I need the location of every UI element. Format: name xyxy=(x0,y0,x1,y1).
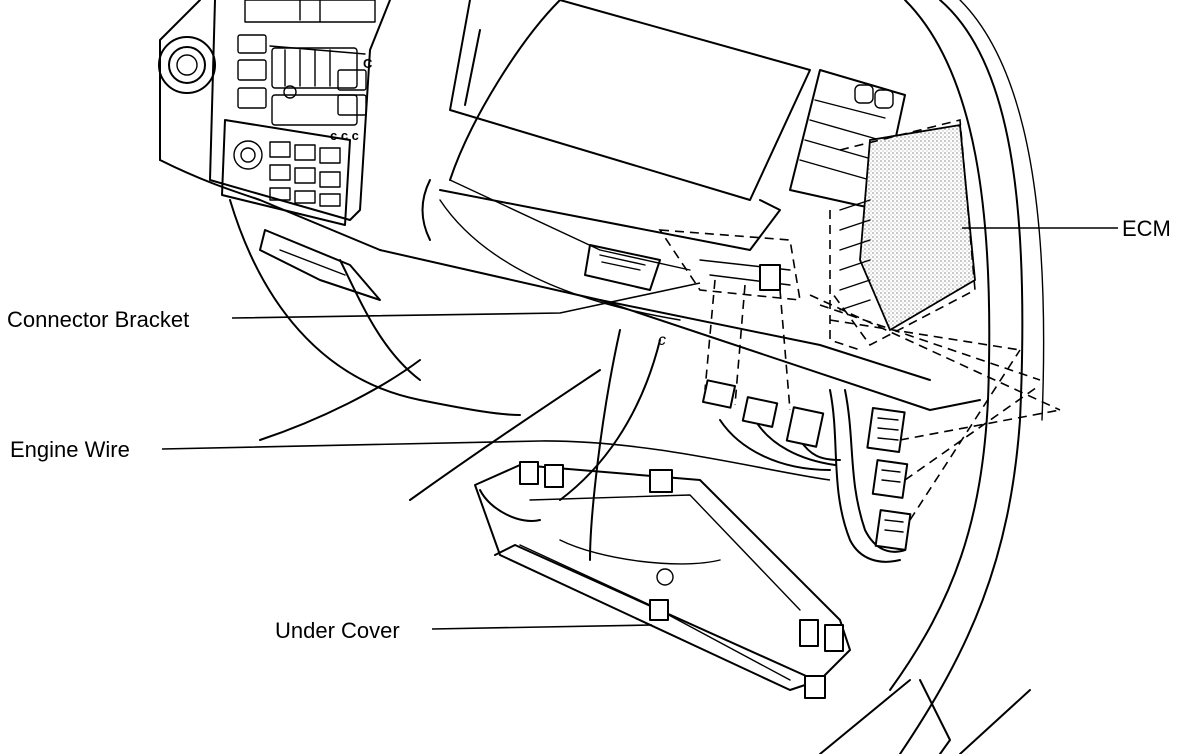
dashboard-outline xyxy=(159,0,981,561)
under-cover-leader-line xyxy=(431,624,653,630)
ecm-label: ECM xyxy=(1122,216,1171,241)
panel-mark-top-c: C xyxy=(363,56,373,71)
under-cover-panel xyxy=(474,461,851,699)
engine-wire-harness xyxy=(702,379,912,563)
center-control-stack xyxy=(209,0,391,301)
ecm-unit xyxy=(829,118,976,351)
center-display-recess xyxy=(439,0,811,251)
glovebox-latch-area xyxy=(584,244,661,291)
connector-bracket-label: Connector Bracket xyxy=(7,307,190,332)
left-round-vent xyxy=(158,36,216,94)
connector-bracket-leader-line xyxy=(231,282,701,319)
under-cover-label: Under Cover xyxy=(275,618,400,643)
panel-mark-dash-c: c xyxy=(658,332,666,349)
connector-bracket xyxy=(658,229,1061,521)
a-pillar-outline xyxy=(819,0,1045,754)
engine-wire-label: Engine Wire xyxy=(10,437,130,462)
engine-wire-leader-line xyxy=(161,440,831,481)
panel-mark-ccc: c c c xyxy=(330,128,359,143)
